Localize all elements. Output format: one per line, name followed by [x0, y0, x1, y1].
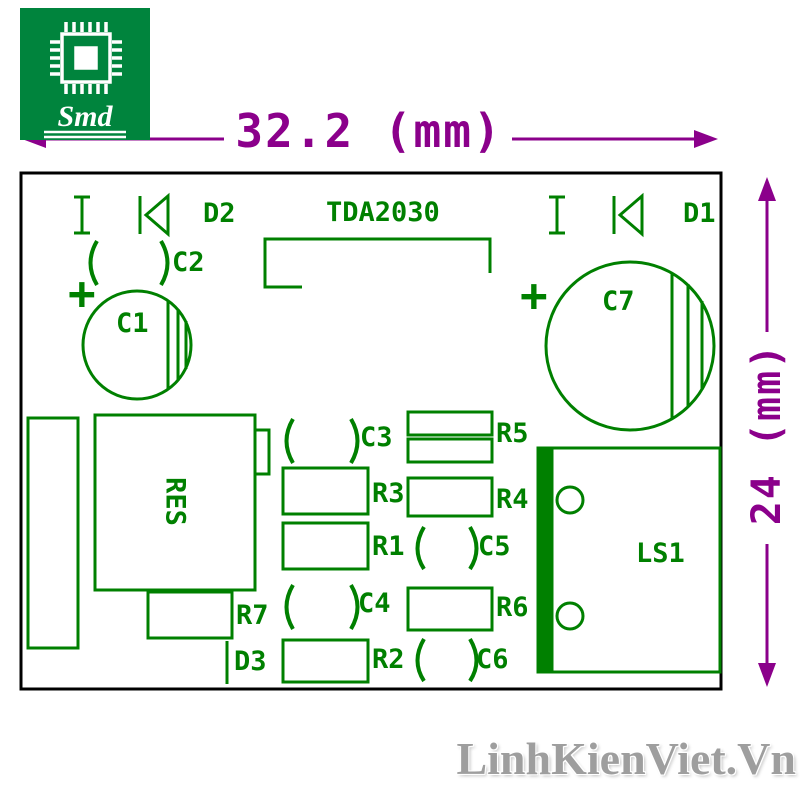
- height-dimension-arrow: [758, 177, 776, 687]
- width-dimension-label: 32.2 (mm): [235, 104, 503, 158]
- lead-mark-right-icon: [549, 195, 565, 235]
- silkscreen-layer: [26, 192, 722, 684]
- capacitor-c5-icon: [415, 525, 479, 571]
- logo-text: Smd: [57, 100, 113, 133]
- watermark-text: LinhKienViet.Vn: [456, 733, 796, 784]
- label-r2: R2: [372, 644, 405, 675]
- smd-logo: Smd: [20, 8, 150, 140]
- capacitor-c3-icon: [284, 417, 360, 465]
- label-c4: C4: [358, 588, 391, 619]
- label-r6: R6: [496, 592, 529, 623]
- ic-outline: [263, 237, 492, 289]
- label-res: RES: [159, 477, 191, 526]
- label-r7: R7: [236, 600, 269, 631]
- label-c3: C3: [360, 422, 393, 453]
- label-d3: D3: [234, 646, 267, 677]
- connector-outline: [26, 416, 80, 650]
- resistor-r4-outline: [406, 476, 494, 518]
- resistor-r3-outline: [281, 466, 370, 516]
- label-c1: C1: [116, 308, 149, 339]
- label-r5: R5: [496, 418, 529, 449]
- label-r1: R1: [372, 531, 405, 562]
- label-d2: D2: [203, 198, 236, 229]
- height-dimension-label: 24 (mm): [744, 342, 790, 526]
- label-r4: R4: [496, 484, 529, 515]
- resistor-r7-outline: [146, 590, 234, 640]
- capacitor-c4-icon: [284, 583, 360, 631]
- capacitor-c7-body: [544, 260, 716, 432]
- plus-mark-c7: +: [520, 268, 548, 322]
- chip-icon: [44, 22, 126, 139]
- diode-d1-icon: [612, 192, 644, 238]
- label-c6: C6: [476, 644, 509, 675]
- label-c7: C7: [602, 286, 635, 317]
- capacitor-c6-icon: [415, 637, 479, 683]
- label-c5: C5: [478, 531, 511, 562]
- resistor-r6-outline: [406, 586, 494, 632]
- board-outline: [19, 171, 723, 691]
- lead-mark-left-icon: [74, 195, 90, 235]
- ls1-outline: [536, 446, 722, 674]
- resistor-r1-outline: [281, 521, 370, 571]
- capacitor-c1-body: [81, 289, 193, 401]
- res-outline: [93, 413, 271, 592]
- resistor-r5-outline: [406, 410, 494, 464]
- label-d1: D1: [683, 198, 716, 229]
- label-ls1: LS1: [636, 538, 685, 569]
- label-tda2030: TDA2030: [326, 197, 440, 228]
- label-c2: C2: [172, 247, 205, 278]
- capacitor-c2-icon: [88, 239, 170, 287]
- label-r3: R3: [372, 478, 405, 509]
- resistor-r2-outline: [281, 638, 370, 684]
- diode-d2-icon: [138, 192, 170, 238]
- plus-mark-c1: +: [68, 266, 96, 320]
